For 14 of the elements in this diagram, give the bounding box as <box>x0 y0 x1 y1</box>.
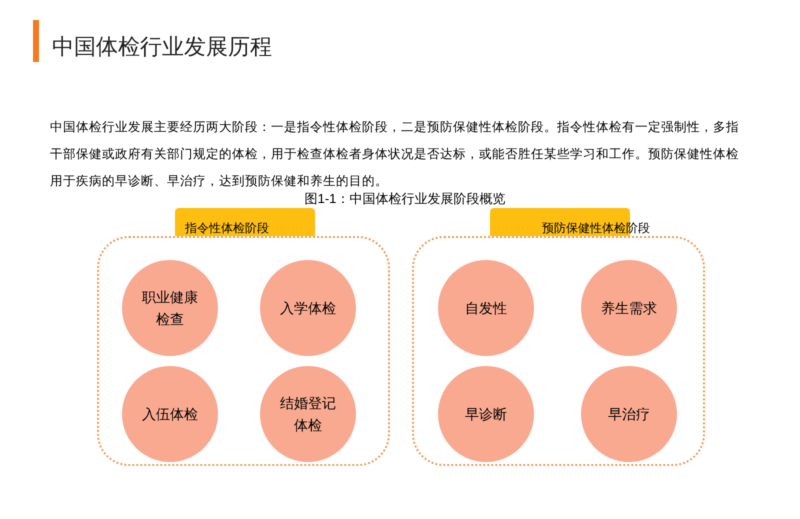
intro-paragraph: 中国体检行业发展主要经历两大阶段：一是指令性体检阶段，二是预防保健性体检阶段。指令性体检有一定强制性，多指干部保健或政府有关部门规定的体检，用于检查体检者身体状况是否达标，或能否胜任某些学习和工作。预防保健性体检用于疾病的早诊断、早治疗，达到预防保健和养生的目的。 <box>50 119 740 190</box>
circle-label: 入学体检 <box>279 299 337 318</box>
circle-label: 职业健康检查 <box>141 288 199 329</box>
stage-group <box>97 236 390 466</box>
circle-label: 入伍体检 <box>141 405 199 424</box>
circle-label: 早诊断 <box>464 405 508 424</box>
circle-label: 结婚登记体检 <box>279 394 337 435</box>
circle-label: 养生需求 <box>600 299 658 318</box>
figure-caption: 图1-1：中国体检行业发展阶段概览 <box>304 192 506 205</box>
circle-label: 早治疗 <box>607 405 651 424</box>
stage-group <box>412 236 705 466</box>
circle-label: 自发性 <box>464 299 508 318</box>
stage-heading: 指令性体检阶段 <box>185 222 269 234</box>
page-title: 中国体检行业发展历程 <box>52 36 272 58</box>
